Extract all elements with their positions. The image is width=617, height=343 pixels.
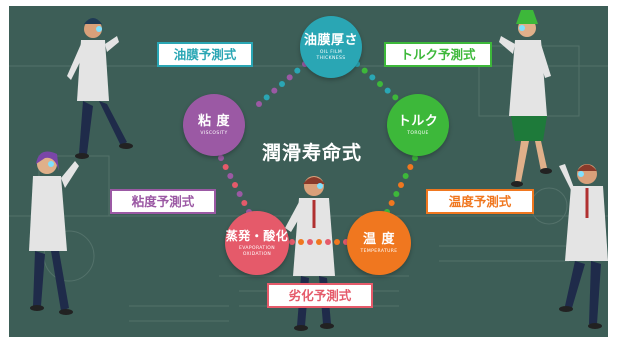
connector-dot xyxy=(393,191,400,197)
connector-dot xyxy=(388,200,395,206)
node-evaporation-label: 蒸発・酸化 xyxy=(225,228,289,243)
connector-dot xyxy=(412,155,418,161)
scientist-bottom-center xyxy=(285,176,335,331)
connector-dot xyxy=(298,239,304,245)
connector-dot xyxy=(334,239,340,245)
connector-dot xyxy=(236,191,243,197)
center-title: 潤滑寿命式 xyxy=(261,142,362,164)
node-torque-label: トルク xyxy=(397,113,439,129)
scientist-mid-left xyxy=(29,151,79,315)
connector-dot xyxy=(361,67,368,74)
node-viscosity-label: 粘 度 xyxy=(197,113,231,129)
label-torque-prediction: トルク予測式 xyxy=(384,42,492,67)
node-oil-film: 油膜厚さ OIL FILM THICKNESS xyxy=(300,16,362,78)
connector-dot xyxy=(227,173,234,179)
connector-dot xyxy=(286,74,293,81)
node-temperature-sublabel: TEMPERATURE xyxy=(360,248,398,254)
scientist-bottom-right xyxy=(559,164,608,329)
node-evaporation: 蒸発・酸化 EVAPORATION OXIDATION xyxy=(225,211,289,275)
node-temperature: 温 度 TEMPERATURE xyxy=(347,211,411,275)
node-oil-film-label: 油膜厚さ xyxy=(303,32,358,48)
connector-lines xyxy=(218,61,418,245)
connector-dot xyxy=(289,239,295,245)
node-viscosity: 粘 度 VISCOSITY xyxy=(183,94,245,156)
connector-dot xyxy=(294,67,301,74)
connector-dot xyxy=(377,81,383,87)
connector-dot xyxy=(279,81,285,87)
connector-dot xyxy=(398,182,404,188)
connector-dot xyxy=(402,173,409,179)
connector-dot xyxy=(222,164,229,170)
connector-dot xyxy=(241,200,248,206)
node-viscosity-sublabel: VISCOSITY xyxy=(200,130,228,136)
connector-dots xyxy=(218,61,418,245)
connector-dot xyxy=(369,74,376,81)
label-degradation-prediction: 劣化予測式 xyxy=(267,283,373,308)
node-oil-film-sublabel: OIL FILM THICKNESS xyxy=(316,49,346,61)
diagram-frame: 潤滑寿命式 油膜厚さ OIL FILM THICKNESS 粘 度 VISCOS… xyxy=(9,6,608,337)
label-temperature-prediction: 温度予測式 xyxy=(426,189,534,214)
connector-dot xyxy=(325,239,331,245)
connector-dot xyxy=(307,239,313,245)
node-evaporation-sublabel: EVAPORATION OXIDATION xyxy=(238,245,276,257)
scientist-top-left xyxy=(67,18,133,159)
connector-dot xyxy=(263,94,270,101)
node-temperature-label: 温 度 xyxy=(362,231,396,247)
connector-dot xyxy=(384,87,391,94)
connector-dot xyxy=(232,182,238,188)
node-torque-sublabel: TORQUE xyxy=(407,130,429,136)
connector-dot xyxy=(316,239,322,245)
background-art xyxy=(9,10,608,331)
scientist-top-right xyxy=(499,10,552,187)
label-oil-film-prediction: 油膜予測式 xyxy=(157,42,253,67)
connector-dot xyxy=(218,155,224,161)
connector-dot xyxy=(271,87,278,94)
connector-dot xyxy=(407,164,414,170)
connector-dot xyxy=(392,94,399,101)
label-viscosity-prediction: 粘度予測式 xyxy=(110,189,216,214)
connector-dot xyxy=(256,101,262,107)
node-torque: トルク TORQUE xyxy=(387,94,449,156)
